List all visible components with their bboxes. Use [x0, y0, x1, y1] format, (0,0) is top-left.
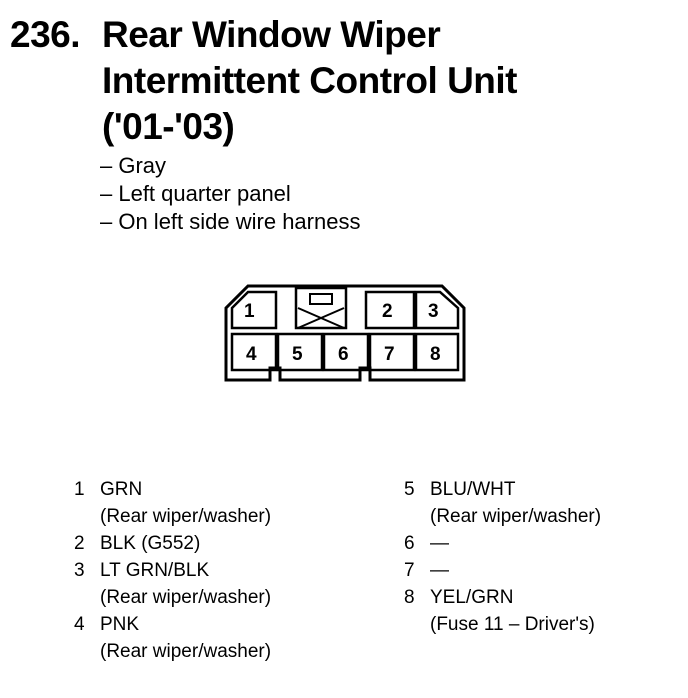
pin-label-8: 8: [430, 344, 441, 365]
pin-number: 2: [74, 533, 85, 554]
latch-window: [309, 293, 333, 305]
pin-wire-color: LT GRN/BLK: [100, 560, 210, 581]
pin-label-7: 7: [384, 344, 395, 365]
title-line-1: Rear Window Wiper: [102, 14, 441, 55]
notes-list: – Gray – Left quarter panel – On left si…: [100, 152, 360, 236]
pin-entry-1: 1 GRN (Rear wiper/washer): [74, 476, 271, 530]
pin-6-cell: [322, 332, 370, 372]
pin-number: 5: [404, 479, 415, 500]
latch-cross-b: [297, 307, 345, 329]
pin-list-left: 1 GRN (Rear wiper/washer) 2 BLK (G552) 3 LT…: [74, 476, 271, 665]
pin-entry-3: 3 LT GRN/BLK (Rear wiper/washer): [74, 557, 271, 611]
pin-label-3: 3: [428, 301, 439, 322]
pin-number: 3: [74, 560, 85, 581]
pin-entry-5: 5 BLU/WHT (Rear wiper/washer): [404, 476, 601, 530]
heading-number: 236.: [10, 14, 81, 55]
pin-wire-color: PNK: [100, 614, 140, 635]
pin-1-cell: [230, 290, 278, 330]
note-harness: – On left side wire harness: [100, 209, 361, 234]
pin-3-cell: [414, 290, 460, 330]
pin-description: (Fuse 11 – Driver's): [430, 614, 595, 635]
pin-description: (Rear wiper/washer): [100, 506, 272, 527]
note-color: – Gray: [100, 153, 167, 178]
pin-wire-color: BLK (G552): [100, 533, 201, 554]
pin-entry-6: 6—: [404, 530, 601, 557]
latch-cell: [294, 286, 348, 330]
pin-wire-color: —: [430, 560, 449, 581]
pin-entry-4: 4 PNK (Rear wiper/washer): [74, 611, 271, 665]
pin-description: (Rear wiper/washer): [430, 506, 602, 527]
pin-5-cell: [276, 332, 324, 372]
pin-number: 4: [74, 614, 85, 635]
pin-number: 7: [404, 560, 415, 581]
pin-entry-8: 8 YEL/GRN (Fuse 11 – Driver's): [404, 584, 601, 638]
title-line-3: ('01-'03): [102, 106, 235, 147]
pin-number: 1: [74, 479, 85, 500]
pin-label-2: 2: [382, 301, 393, 322]
pin-2-cell: [364, 290, 416, 330]
pin-description: (Rear wiper/washer): [100, 587, 272, 608]
pin-description: (Rear wiper/washer): [100, 641, 272, 662]
connector-outline: [224, 284, 466, 382]
pin-8-cell: [414, 332, 460, 372]
pin-7-cell: [368, 332, 416, 372]
note-location: – Left quarter panel: [100, 181, 291, 206]
pin-4-cell: [230, 332, 278, 372]
pin-wire-color: —: [430, 533, 449, 554]
pin-number: 6: [404, 533, 415, 554]
pin-label-6: 6: [338, 344, 349, 365]
title-line-2: Intermittent Control Unit: [102, 60, 518, 101]
pin-label-5: 5: [292, 344, 303, 365]
pin-wire-color: GRN: [100, 479, 143, 500]
pin-number: 8: [404, 587, 415, 608]
pin-label-1: 1: [244, 301, 255, 322]
pin-wire-color: YEL/GRN: [430, 587, 514, 608]
pin-entry-2: 2 BLK (G552): [74, 530, 271, 557]
pin-entry-7: 7—: [404, 557, 601, 584]
pin-label-4: 4: [246, 344, 257, 365]
page-title: Rear Window Wiper Intermittent Control U…: [102, 12, 518, 150]
connector-diagram: 1 2 3 4 5 6 7 8: [224, 284, 466, 382]
pin-wire-color: BLU/WHT: [430, 479, 516, 500]
